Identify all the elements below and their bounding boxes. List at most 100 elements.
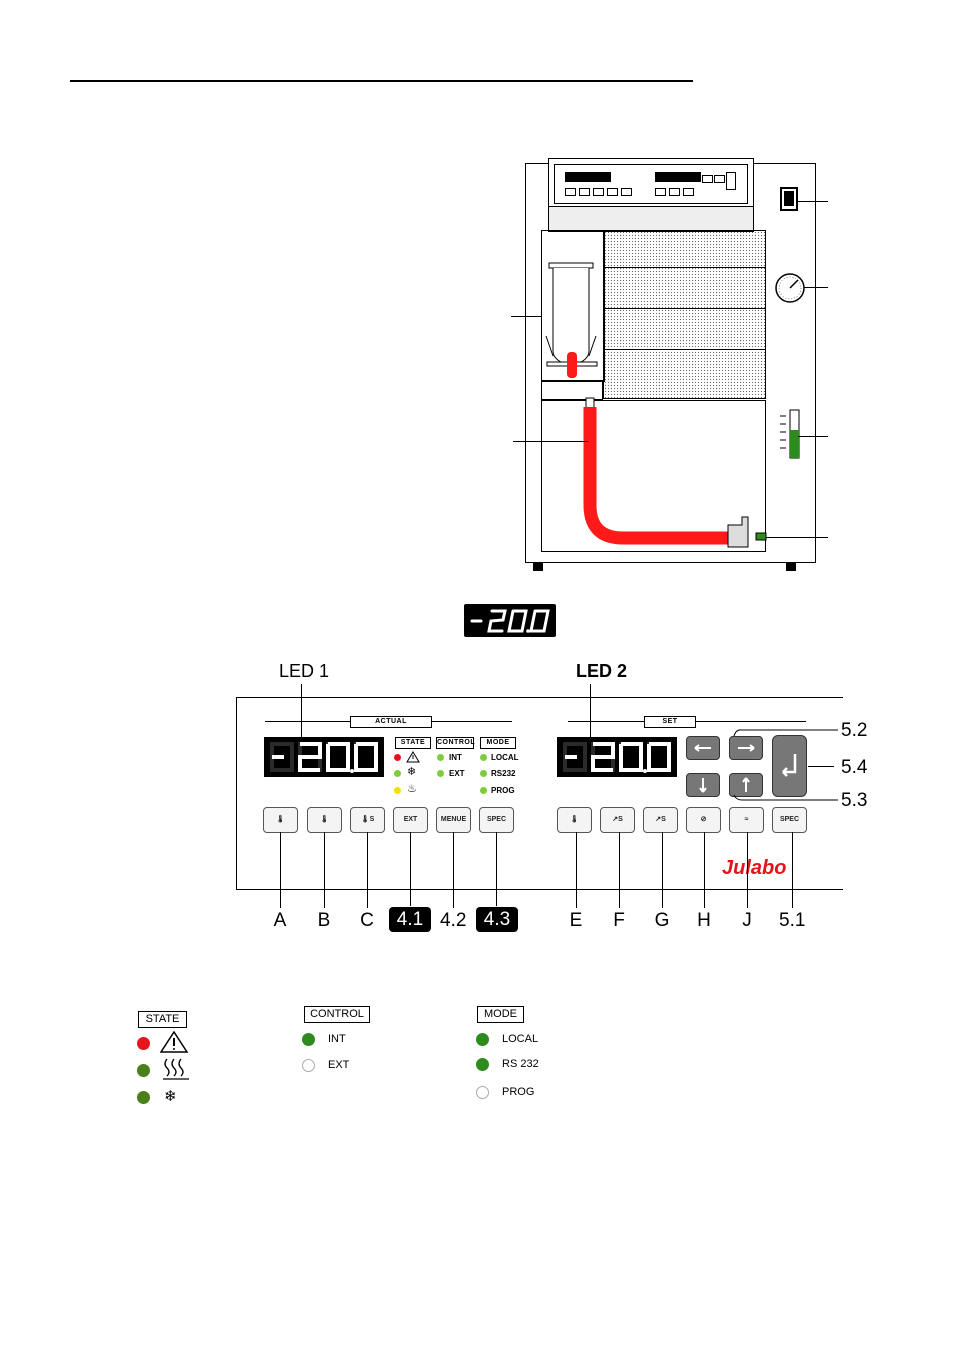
mini-key: [621, 188, 632, 196]
mini-key: [579, 188, 590, 196]
callout-line: [804, 287, 828, 288]
arrow-down-icon: [699, 778, 707, 793]
leader: [704, 832, 705, 908]
grid-divider: [603, 349, 765, 350]
leader: [367, 832, 368, 908]
tag-4-1: 4.1: [389, 907, 431, 932]
callout-line: [511, 316, 541, 317]
arrow-left-button[interactable]: [686, 736, 720, 760]
mode-prog-led: [480, 787, 487, 794]
callout-line: [798, 436, 828, 437]
actual-display: [264, 737, 384, 777]
grid-divider: [603, 267, 765, 268]
enter-icon: [782, 754, 797, 777]
set-display: [557, 737, 677, 777]
arrow-down-button[interactable]: [686, 773, 720, 797]
legend-state-heating-led: [137, 1064, 150, 1077]
key-e-button[interactable]: 🌡: [557, 807, 592, 833]
legend-control-ext-led: [302, 1059, 315, 1072]
temperature-display: [464, 604, 556, 637]
mini-key: [669, 188, 680, 196]
ventilation-flap: [541, 380, 603, 400]
legend-control-title: CONTROL: [304, 1006, 370, 1023]
state-label: STATE: [395, 737, 431, 749]
device-control-panel: [548, 158, 754, 208]
legend-state-title: STATE: [138, 1011, 187, 1028]
legend-mode-rs232-led: [476, 1058, 489, 1071]
mini-display-set: [655, 172, 701, 182]
key-s-text: S: [369, 816, 375, 823]
leader: [662, 832, 663, 908]
mode-rs232-led: [480, 770, 487, 777]
legend-state-alarm-led: [137, 1037, 150, 1050]
key-j-button[interactable]: ≈: [729, 807, 764, 833]
key-menue-button[interactable]: MENUE: [436, 807, 471, 833]
key-s-text: S: [661, 816, 666, 823]
key-spec2-button[interactable]: SPEC: [772, 807, 807, 833]
legend-mode-title: MODE: [477, 1006, 524, 1023]
state-heating-led: [394, 787, 401, 794]
callout-5-2: 5.2: [841, 720, 868, 741]
arrow-right-button[interactable]: [729, 736, 763, 760]
leader: [619, 832, 620, 908]
level-indicator: [780, 409, 800, 459]
limit-icon: ⊘: [700, 816, 707, 823]
label-c: C: [360, 910, 374, 931]
key-ext-button[interactable]: EXT: [393, 807, 428, 833]
thermometer-icon: 🌡: [360, 816, 370, 823]
control-panel: [236, 697, 843, 890]
setpoint-icon: ↗: [655, 816, 662, 823]
device-foot-right: [786, 562, 796, 571]
control-int-led: [437, 754, 444, 761]
set-section-label: SET: [644, 716, 696, 728]
key-spec-text: SPEC: [486, 816, 507, 823]
key-h-button[interactable]: ⊘: [686, 807, 721, 833]
callout-5-4: 5.4: [841, 757, 868, 778]
legend-control-int-text: INT: [328, 1033, 346, 1045]
seven-segment-reading: [470, 609, 550, 633]
leader: [792, 832, 793, 908]
heater-icon: ♨: [407, 783, 417, 795]
led1-leader: [301, 684, 302, 740]
label-h: H: [697, 910, 711, 931]
actual-section-label: ACTUAL: [350, 716, 432, 728]
key-f-button[interactable]: ↗S: [600, 807, 635, 833]
key-spec2-text: SPEC: [779, 816, 800, 823]
pressure-gauge: [775, 273, 805, 303]
leader: [747, 832, 748, 908]
callout-5-3: 5.3: [841, 790, 868, 811]
ventilation-grid: [603, 230, 766, 399]
key-spec-button[interactable]: SPEC: [479, 807, 514, 833]
key-a-button[interactable]: 🌡: [263, 807, 298, 833]
leader: [410, 832, 411, 906]
mini-enter-key: [726, 172, 736, 190]
arrow-up-button[interactable]: [729, 773, 763, 797]
legend-control-int-led: [302, 1033, 315, 1046]
snowflake-icon: ❄: [407, 766, 417, 778]
callout-line: [513, 441, 588, 442]
key-s-text: S: [618, 816, 623, 823]
led2-label: LED 2: [576, 661, 628, 681]
mode-label: MODE: [480, 737, 516, 749]
mini-key: [593, 188, 604, 196]
grid-divider: [603, 308, 765, 309]
actual-display-digits: [270, 742, 378, 773]
arrow-left-icon: [694, 744, 711, 752]
key-g-button[interactable]: ↗S: [643, 807, 678, 833]
key-b-button[interactable]: 🌡: [307, 807, 342, 833]
label-g: G: [654, 910, 670, 931]
warning-icon: [160, 1030, 189, 1053]
callout-line: [796, 201, 828, 202]
mode-local-led: [480, 754, 487, 761]
mini-key: [565, 188, 576, 196]
state-alarm-led: [394, 754, 401, 761]
control-int-text: INT: [449, 753, 462, 762]
leader: [280, 832, 281, 908]
state-cooling-led: [394, 770, 401, 777]
warning-icon: [406, 751, 420, 763]
set-display-digits: [563, 742, 671, 773]
mode-rs232-text: RS232: [491, 769, 516, 778]
led1-label: LED 1: [279, 661, 330, 681]
key-c-button[interactable]: 🌡S: [350, 807, 385, 833]
enter-button[interactable]: [772, 735, 807, 797]
